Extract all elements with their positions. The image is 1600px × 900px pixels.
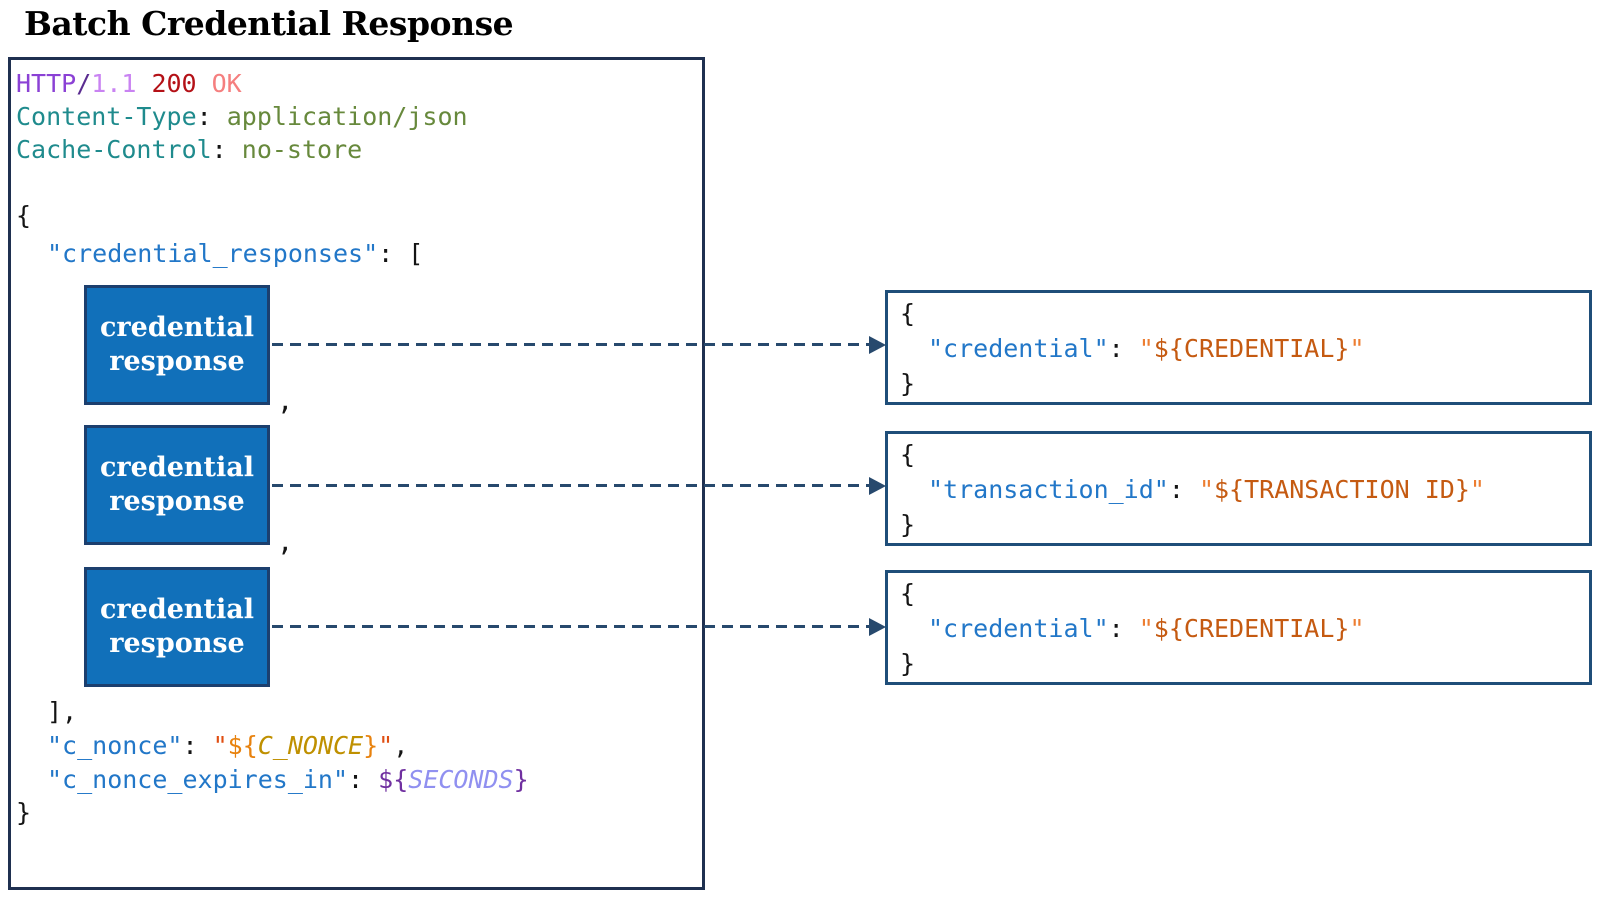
close-quote: " xyxy=(1349,614,1365,643)
header-value: application/json xyxy=(226,102,468,131)
http-version: 1.1 xyxy=(91,69,137,98)
json-colon: : xyxy=(1168,475,1199,504)
http-status-line: HTTP/1.1 200 OK xyxy=(16,67,242,100)
arrow-connector-3 xyxy=(272,625,870,628)
header-separator: : xyxy=(196,102,227,131)
json-array-open-bracket: [ xyxy=(408,239,424,268)
json-array-key-line: "credential_responses": [ xyxy=(47,237,423,270)
http-status-code: 200 xyxy=(151,69,197,98)
http-slash: / xyxy=(76,69,92,98)
placeholder-expr: ${CREDENTIAL} xyxy=(1153,614,1350,643)
node-label-line2: response xyxy=(109,486,245,517)
json-open-brace: { xyxy=(900,299,916,328)
credential-detail-box-1: { "credential": "${CREDENTIAL}" } xyxy=(885,290,1592,405)
credential-detail-box-2: { "credential": "${CREDENTIAL}" } xyxy=(885,570,1592,685)
json-open-brace: { xyxy=(900,440,916,469)
header-name: Cache-Control xyxy=(16,135,212,164)
open-quote: " xyxy=(1138,334,1154,363)
node-label-line1: credential xyxy=(99,312,254,343)
json-colon: : xyxy=(1108,334,1139,363)
close-brace: } xyxy=(363,731,379,760)
placeholder-expr: ${TRANSACTION ID} xyxy=(1214,475,1470,504)
json-key: "c_nonce" xyxy=(47,731,183,760)
placeholder-var: SECONDS xyxy=(408,765,514,794)
header-value: no-store xyxy=(241,135,363,164)
http-status-reason: OK xyxy=(211,69,242,98)
close-quote: " xyxy=(378,731,394,760)
close-brace: } xyxy=(513,765,529,794)
json-colon: : xyxy=(1108,614,1139,643)
http-protocol: HTTP xyxy=(16,69,77,98)
placeholder-var: C_NONCE xyxy=(257,731,364,760)
http-header-content-type: Content-Type: application/json xyxy=(16,100,468,133)
page-title: Batch Credential Response xyxy=(24,4,514,43)
json-key-value-line: "credential": "${CREDENTIAL}" xyxy=(900,331,1589,366)
header-separator: : xyxy=(211,135,242,164)
array-item-comma-1: , xyxy=(277,386,294,417)
arrow-head-icon-1 xyxy=(869,336,886,354)
placeholder-expr: ${CREDENTIAL} xyxy=(1153,334,1350,363)
json-key: "credential" xyxy=(928,334,1109,363)
close-quote: " xyxy=(1469,475,1485,504)
json-key: "transaction_id" xyxy=(928,475,1169,504)
json-key: "credential_responses" xyxy=(47,239,379,268)
json-c-nonce-expires-line: "c_nonce_expires_in": ${SECONDS} xyxy=(47,763,529,796)
json-key-value-line: "credential": "${CREDENTIAL}" xyxy=(900,611,1589,646)
http-header-cache-control: Cache-Control: no-store xyxy=(16,133,362,166)
transaction-detail-box: { "transaction_id": "${TRANSACTION ID}" … xyxy=(885,431,1592,546)
open-quote: " xyxy=(1198,475,1214,504)
json-close-brace: } xyxy=(16,798,32,827)
json-array-close: ], xyxy=(47,697,78,726)
dollar-brace: ${ xyxy=(227,731,258,760)
json-colon: : xyxy=(378,239,409,268)
arrow-head-icon-3 xyxy=(869,618,886,636)
close-quote: " xyxy=(1349,334,1365,363)
json-open-brace: { xyxy=(900,579,916,608)
arrow-connector-2 xyxy=(272,484,870,487)
json-colon: : xyxy=(182,731,213,760)
dollar-brace: ${ xyxy=(378,765,409,794)
json-open-brace: { xyxy=(16,201,32,230)
array-item-comma-2: , xyxy=(277,527,294,558)
json-close-brace: } xyxy=(900,649,916,678)
arrow-connector-1 xyxy=(272,343,870,346)
node-label-line1: credential xyxy=(99,452,254,483)
open-quote: " xyxy=(212,731,228,760)
json-key: "credential" xyxy=(928,614,1109,643)
open-quote: " xyxy=(1138,614,1154,643)
json-key-value-line: "transaction_id": "${TRANSACTION ID}" xyxy=(900,472,1589,507)
trailing-comma: , xyxy=(393,731,409,760)
node-label-line1: credential xyxy=(99,594,254,625)
node-label-line2: response xyxy=(109,628,245,659)
json-c-nonce-line: "c_nonce": "${C_NONCE}", xyxy=(47,729,408,762)
node-label-line2: response xyxy=(109,346,245,377)
arrow-head-icon-2 xyxy=(869,477,886,495)
json-colon: : xyxy=(348,765,379,794)
json-close-brace: } xyxy=(900,510,916,539)
json-close-brace: } xyxy=(900,369,916,398)
header-name: Content-Type xyxy=(16,102,197,131)
json-key: "c_nonce_expires_in" xyxy=(47,765,349,794)
